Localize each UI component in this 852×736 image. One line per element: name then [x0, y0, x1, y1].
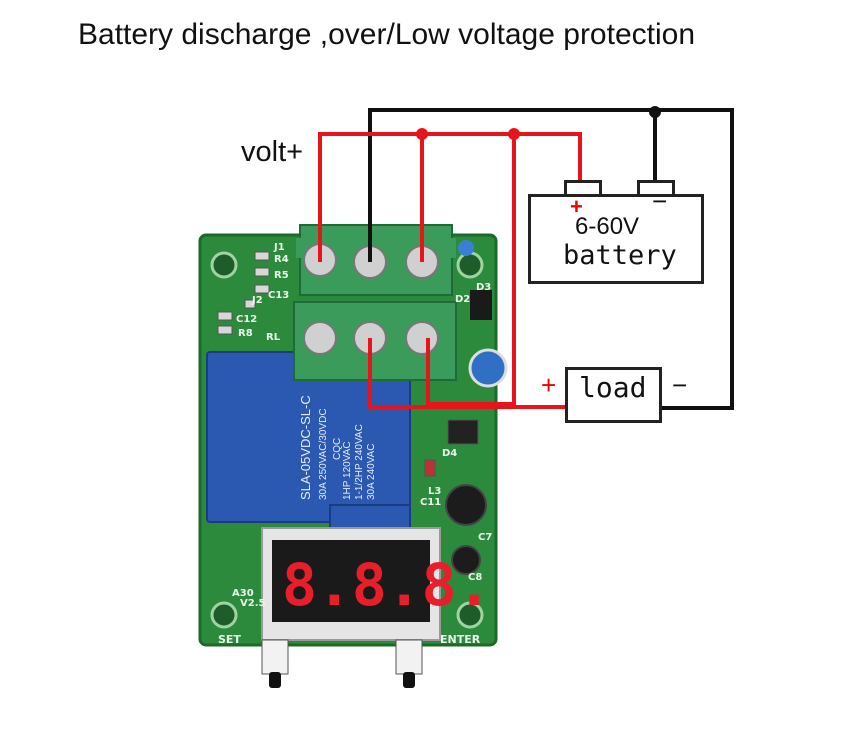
pcb-label-l3: L3 [428, 486, 441, 497]
relay-text: SLA-05VDC-SL-C [298, 395, 313, 500]
battery-label: battery [563, 240, 677, 271]
mount-hole [456, 601, 484, 629]
mount-hole [210, 601, 238, 629]
battery-minus-terminal [637, 180, 675, 195]
mount-hole [456, 251, 484, 279]
pcb-label-d2: D2 [455, 294, 470, 305]
pcb-label-v25: V2.5 [240, 598, 265, 609]
pcb-label-rl: RL [266, 332, 281, 343]
pcb-label-j2: J2 [251, 295, 263, 306]
display-screen [272, 540, 430, 622]
load-label: load [579, 371, 647, 404]
pcb-label-c12: C12 [236, 314, 257, 325]
pcb-label-r8: R8 [238, 328, 253, 339]
load-plus-sign: + [541, 370, 557, 400]
pcb-label-r5: R5 [274, 270, 289, 281]
pcb-label-c8: C8 [468, 572, 482, 583]
screw [303, 321, 337, 355]
mount-hole [210, 251, 238, 279]
smd-components [217, 251, 479, 477]
display-digits: 8.8.8. [282, 551, 492, 619]
enter-button[interactable] [395, 639, 423, 688]
black-wires [368, 106, 734, 410]
battery-minus-sign: − [652, 186, 668, 216]
load-box [565, 367, 662, 423]
battery-plus-sign: + [570, 194, 583, 219]
pcb-label-enter: ENTER [440, 633, 481, 646]
pcb-label-d4: D4 [442, 448, 457, 459]
pcb-label-c11: C11 [420, 497, 441, 508]
capacitor [458, 240, 474, 256]
capacitor [468, 348, 508, 388]
pcb-label-c7: C7 [478, 532, 492, 543]
relay-text: 30A 250VAC/30VDC [318, 408, 329, 500]
battery-box [528, 194, 704, 284]
set-button[interactable] [261, 639, 289, 688]
relay-text: 30A 240VAC [366, 443, 377, 500]
capacitor [445, 484, 487, 526]
transistor [470, 290, 492, 320]
volt-plus-label: volt+ [241, 136, 304, 168]
relay-text: 1HP 120VAC [342, 441, 353, 500]
relay-text: 1-1/2HP 240VAC [354, 424, 365, 500]
screw [405, 321, 439, 355]
capacitor [451, 545, 481, 575]
pcb-label-j1: J1 [273, 242, 285, 253]
red-wires [318, 128, 582, 409]
pcb-label-set: SET [218, 633, 241, 646]
battery-voltage: 6-60V [575, 213, 640, 240]
relay-label: SLA-05VDC-SL-C 30A 250VAC/30VDC 1HP 120V… [298, 395, 377, 500]
pcb-label-r4: R4 [274, 254, 289, 265]
pcb-label-a30: A30 [232, 588, 254, 599]
pcb-label-c13: C13 [268, 290, 289, 301]
relay-cert: CQC [332, 438, 343, 460]
page-title: Battery discharge ,over/Low voltage prot… [78, 18, 696, 51]
battery-plus-terminal [564, 180, 602, 195]
pcb-label-d3: D3 [476, 282, 491, 293]
load-minus-sign: − [672, 370, 688, 400]
